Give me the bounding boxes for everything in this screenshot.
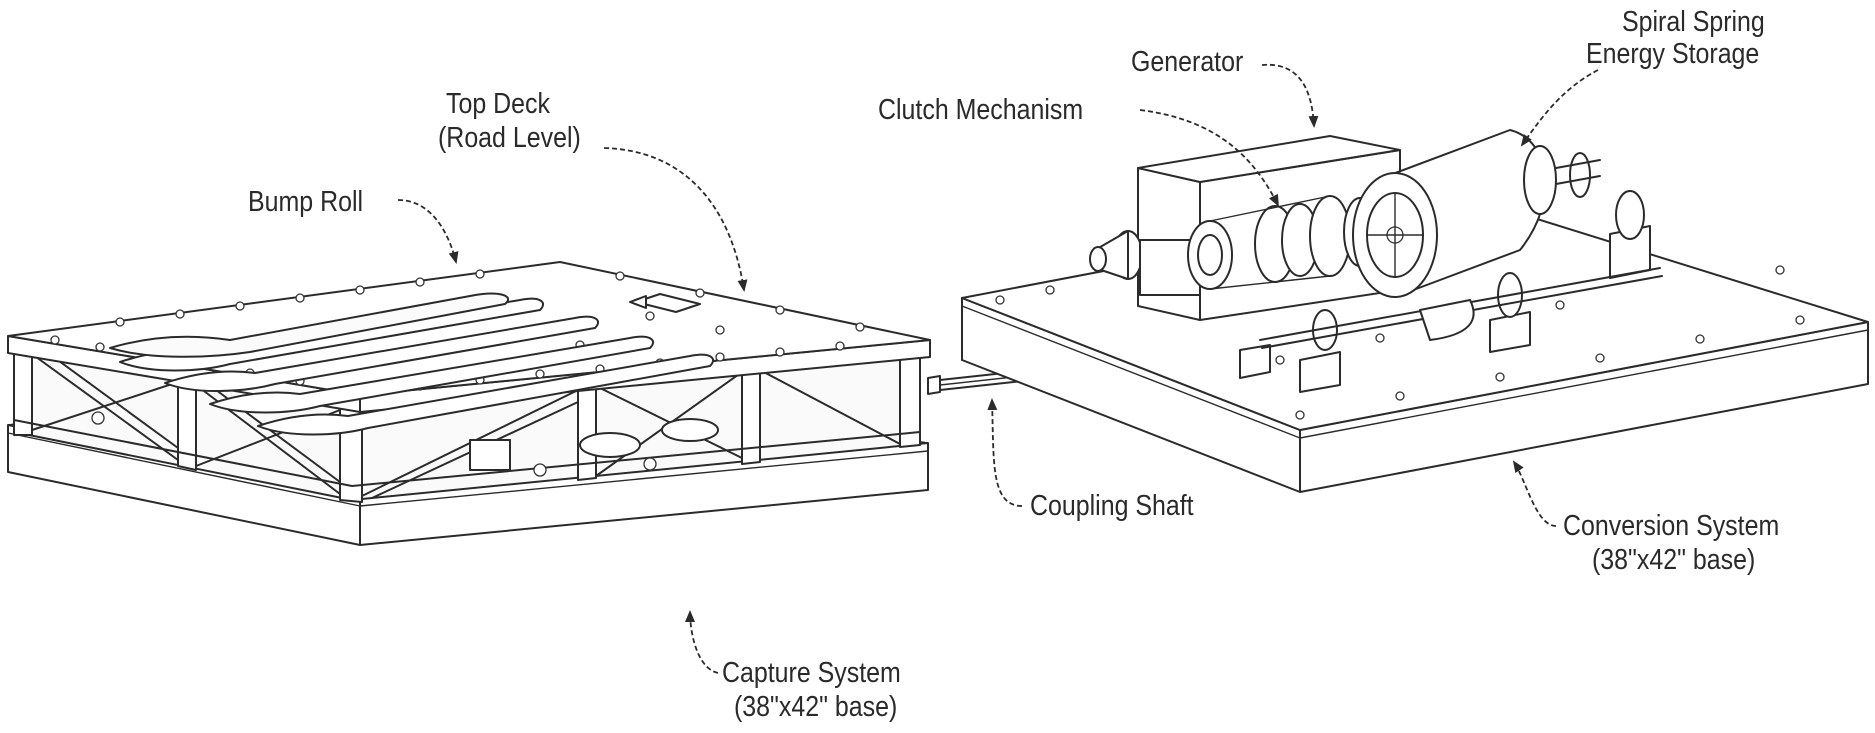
label-top-deck-line1: Top Deck bbox=[446, 88, 550, 120]
leader-capture bbox=[690, 612, 718, 673]
label-capture-line2: (38"x42" base) bbox=[734, 691, 897, 723]
leader-top-deck bbox=[604, 148, 744, 290]
leader-conversion bbox=[1514, 462, 1556, 526]
leader-bump-roll bbox=[398, 200, 456, 262]
label-conversion-line1: Conversion System bbox=[1563, 510, 1779, 542]
label-capture-line1: Capture System bbox=[722, 657, 901, 689]
label-spring-line2: Energy Storage bbox=[1586, 38, 1759, 70]
leader-generator bbox=[1262, 65, 1314, 126]
label-clutch-mechanism: Clutch Mechanism bbox=[878, 94, 1083, 126]
leader-coupling bbox=[992, 400, 1022, 506]
leader-spring bbox=[1522, 70, 1598, 145]
label-spring-line1: Spiral Spring bbox=[1622, 6, 1765, 38]
capture-system bbox=[8, 262, 930, 545]
label-bump-roll: Bump Roll bbox=[248, 186, 363, 218]
label-generator: Generator bbox=[1131, 46, 1243, 78]
label-conversion-line2: (38"x42" base) bbox=[1592, 544, 1755, 576]
label-coupling-shaft: Coupling Shaft bbox=[1030, 490, 1194, 522]
label-top-deck-line2: (Road Level) bbox=[438, 122, 581, 154]
conversion-system bbox=[962, 130, 1868, 492]
